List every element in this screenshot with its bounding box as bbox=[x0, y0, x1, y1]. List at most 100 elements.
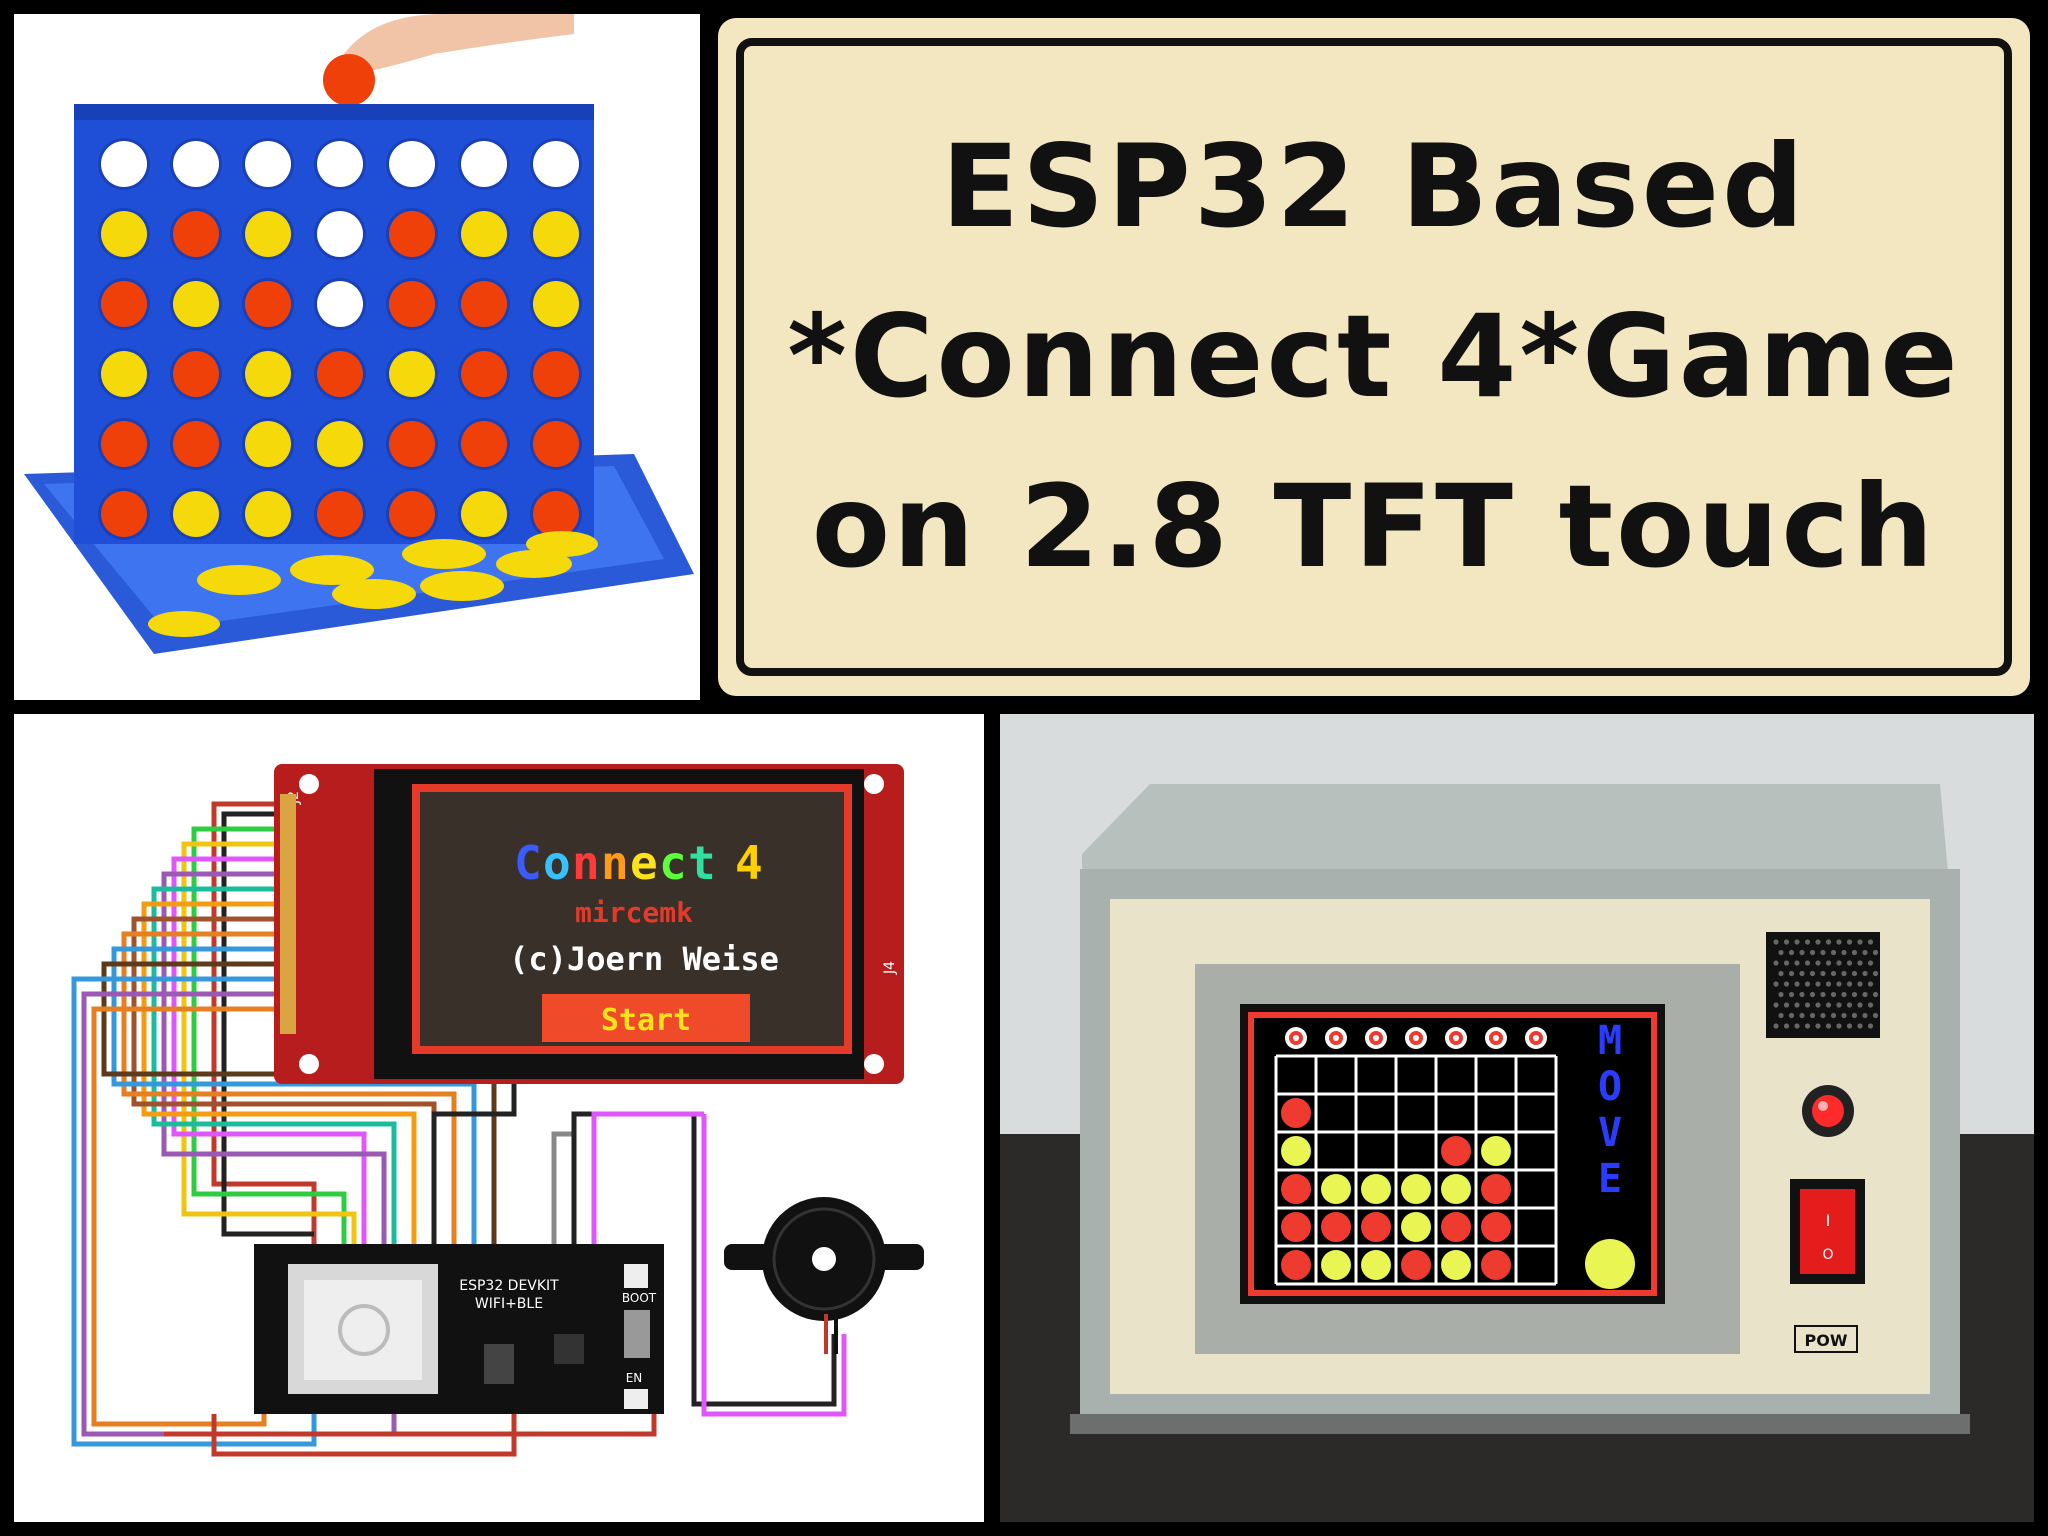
screen-disc bbox=[1401, 1212, 1431, 1242]
board-disc bbox=[389, 491, 435, 537]
esp32-label-2: WIFI+BLE bbox=[475, 1296, 543, 1312]
board-disc bbox=[461, 421, 507, 467]
en-label: EN bbox=[626, 1371, 643, 1385]
power-label: POW bbox=[1805, 1331, 1848, 1350]
splash-title-char: 4 bbox=[735, 836, 763, 890]
screen-disc bbox=[1321, 1212, 1351, 1242]
screen-disc bbox=[1441, 1250, 1471, 1280]
title-line-1: ESP32 Based bbox=[941, 120, 1807, 253]
board-disc bbox=[173, 281, 219, 327]
board-disc bbox=[245, 281, 291, 327]
board-disc bbox=[533, 211, 579, 257]
board-disc bbox=[389, 141, 435, 187]
board-disc bbox=[389, 281, 435, 327]
wiring-diagram: J2 J4 Connect 4 mircemk (c)Joern Weise S… bbox=[14, 714, 984, 1522]
screen-disc bbox=[1401, 1250, 1431, 1280]
splash-author: mircemk bbox=[575, 896, 693, 929]
board-disc bbox=[101, 211, 147, 257]
enclosure-top bbox=[1082, 784, 1950, 894]
board-disc bbox=[173, 141, 219, 187]
board-disc bbox=[101, 281, 147, 327]
move-letter: E bbox=[1598, 1156, 1622, 1202]
board-disc bbox=[389, 351, 435, 397]
board-disc bbox=[245, 421, 291, 467]
j4-label: J4 bbox=[882, 961, 898, 975]
screen-disc bbox=[1441, 1136, 1471, 1166]
connect4-toy-photo bbox=[14, 14, 700, 700]
board-holes bbox=[98, 138, 582, 540]
splash-title-char: n bbox=[572, 836, 600, 890]
board-disc bbox=[533, 141, 579, 187]
screen-disc bbox=[1321, 1174, 1351, 1204]
title-card: ESP32 Based *Connect 4*Game on 2.8 TFT t… bbox=[718, 18, 2030, 696]
title-line-3: on 2.8 TFT touch bbox=[811, 460, 1937, 593]
move-letter: V bbox=[1598, 1110, 1622, 1156]
board-disc bbox=[101, 141, 147, 187]
board-disc bbox=[317, 421, 363, 467]
boot-label: BOOT bbox=[622, 1291, 657, 1305]
connect4-toy-illustration bbox=[14, 14, 700, 700]
game-grid bbox=[1274, 1054, 1558, 1286]
usb-port bbox=[624, 1310, 650, 1358]
splash-title-char: c bbox=[659, 836, 687, 890]
board-disc bbox=[173, 351, 219, 397]
board-disc bbox=[389, 421, 435, 467]
screen-disc bbox=[1281, 1098, 1311, 1128]
board-disc bbox=[317, 281, 363, 327]
screen-disc bbox=[1361, 1212, 1391, 1242]
buzzer bbox=[724, 1197, 924, 1354]
splash-title-char: n bbox=[601, 836, 629, 890]
board-disc bbox=[245, 211, 291, 257]
next-disc-indicator bbox=[1585, 1239, 1635, 1289]
title-frame: ESP32 Based *Connect 4*Game on 2.8 TFT t… bbox=[736, 38, 2012, 676]
splash-title-char: e bbox=[630, 836, 658, 890]
board-disc bbox=[533, 421, 579, 467]
splash-start-button[interactable] bbox=[542, 994, 750, 1042]
board-disc bbox=[245, 351, 291, 397]
screen-disc bbox=[1281, 1250, 1311, 1280]
board-disc bbox=[317, 211, 363, 257]
power-switch[interactable] bbox=[1800, 1189, 1855, 1274]
power-off-symbol: O bbox=[1822, 1247, 1833, 1263]
status-led bbox=[1812, 1095, 1844, 1127]
speaker-grille bbox=[1766, 932, 1880, 1038]
board-disc bbox=[173, 491, 219, 537]
screen-disc bbox=[1361, 1174, 1391, 1204]
screen-disc bbox=[1441, 1212, 1471, 1242]
screen-disc bbox=[1361, 1250, 1391, 1280]
screen-disc bbox=[1281, 1212, 1311, 1242]
screen-disc bbox=[1321, 1250, 1351, 1280]
boot-button bbox=[624, 1264, 648, 1288]
board-disc bbox=[461, 491, 507, 537]
tft-pin-header bbox=[280, 794, 296, 1034]
screen-disc bbox=[1281, 1174, 1311, 1204]
screen-disc bbox=[1441, 1174, 1471, 1204]
board-disc bbox=[317, 491, 363, 537]
board-disc bbox=[533, 351, 579, 397]
board-disc bbox=[101, 491, 147, 537]
title-line-2: *Connect 4*Game bbox=[787, 290, 1961, 423]
falling-disc bbox=[323, 54, 375, 106]
screen-disc bbox=[1401, 1174, 1431, 1204]
splash-title-char: t bbox=[688, 836, 716, 890]
screen-disc bbox=[1281, 1136, 1311, 1166]
wiring-diagram-svg: J2 J4 Connect 4 mircemk (c)Joern Weise S… bbox=[14, 714, 984, 1522]
wires bbox=[71, 801, 847, 1457]
move-letter: M bbox=[1598, 1018, 1622, 1064]
splash-title-char: C bbox=[514, 836, 542, 890]
board-disc bbox=[533, 491, 579, 537]
splash-copyright: (c)Joern Weise bbox=[509, 940, 779, 978]
board-disc bbox=[533, 281, 579, 327]
board-disc bbox=[461, 141, 507, 187]
board-disc bbox=[101, 351, 147, 397]
board-disc bbox=[461, 211, 507, 257]
screen-disc bbox=[1481, 1174, 1511, 1204]
board-disc bbox=[245, 491, 291, 537]
power-on-symbol: I bbox=[1826, 1211, 1831, 1230]
screen-disc bbox=[1481, 1212, 1511, 1242]
board-disc bbox=[245, 141, 291, 187]
